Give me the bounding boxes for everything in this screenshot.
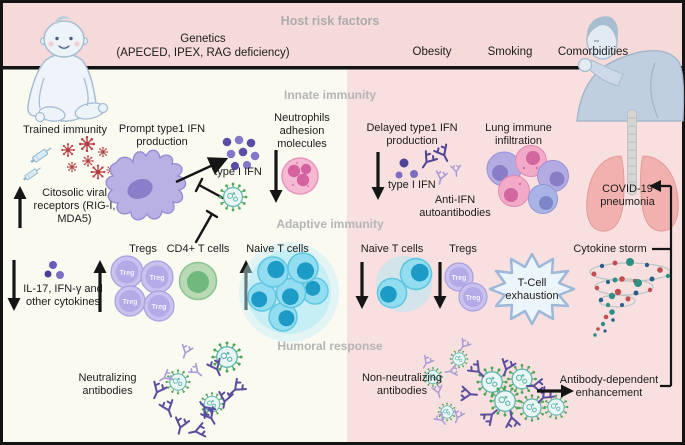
inhibition-lines xyxy=(194,177,225,244)
baby-illustration xyxy=(27,16,109,123)
delayed-ifn-label: Delayed type1 IFN production xyxy=(366,122,458,147)
treg-cell-label: Treg xyxy=(452,275,467,282)
down-arrow-tregs-right xyxy=(433,262,447,309)
treg-cell-label: Treg xyxy=(123,299,138,306)
up-arrow-cytosolic xyxy=(13,186,27,228)
neutralizing-antibodies-label: Neutralizing antibodies xyxy=(78,372,137,397)
header-divider-line xyxy=(3,66,682,70)
genetics-detail: (APECED, IPEX, RAG deficiency) xyxy=(116,46,290,59)
host-risk-factors-title: Host risk factors xyxy=(280,14,380,28)
prompt-ifn-label: Prompt type1 IFN production xyxy=(118,123,206,148)
cytokine-dots xyxy=(44,261,64,279)
naive-t-cells-left-label: Naive T cells xyxy=(246,243,309,255)
anti-ifn-autoantibodies-label: Anti-IFN autoantibodies xyxy=(419,194,491,219)
neutrophils-label: Neutrophils adhesion molecules xyxy=(274,112,330,150)
covid-pneumonia-label: COVID-19 pneumonia xyxy=(600,183,655,208)
ifn-dots-right xyxy=(395,158,418,179)
lung-infiltration-label: Lung immune infiltration xyxy=(485,122,552,147)
il17-cytokines-label: IL-17, IFN-γ and other cytokines xyxy=(23,283,103,308)
treg-cell-label: Treg xyxy=(120,270,135,277)
down-arrow-delayed-ifn xyxy=(371,152,385,200)
exhaustion-starburst xyxy=(488,252,576,326)
type-i-ifn-left-label: type I IFN xyxy=(214,166,262,178)
neutrophil-cell xyxy=(281,157,319,195)
dendritic-cell xyxy=(105,149,187,221)
ifn-production-arrow xyxy=(175,157,229,184)
ade-label: Antibody-dependent enhancement xyxy=(559,374,659,399)
cytokine-storm-label: Cytokine storm xyxy=(573,243,647,255)
trained-immunity-label: Trained immunity xyxy=(23,124,107,136)
risk-obesity: Obesity xyxy=(412,46,452,58)
down-arrow-naive-right xyxy=(355,262,369,309)
outcome-connector-line xyxy=(649,180,673,388)
treg-cell-label: Treg xyxy=(150,275,165,282)
cd4-t-cell xyxy=(178,261,218,301)
risk-smoking: Smoking xyxy=(487,46,533,58)
tregs-left-label: Tregs xyxy=(129,243,157,255)
treg-cell-label: Treg xyxy=(152,304,167,311)
tregs-right-label: Tregs xyxy=(449,243,477,255)
treg-cell-label: Treg xyxy=(466,295,481,302)
risk-comorbidities: Comorbidities xyxy=(557,46,629,58)
genetics-block: Genetics (APECED, IPEX, RAG deficiency) xyxy=(98,33,308,60)
section-adaptive-immunity: Adaptive immunity xyxy=(276,217,384,231)
down-arrow-cytokines xyxy=(7,260,21,311)
non-neutralizing-antibodies-label: Non-neutralizing antibodies xyxy=(361,372,443,397)
t-cell-exhaustion-label: T-Cell exhaustion xyxy=(505,277,559,302)
naive-t-cells-left xyxy=(239,242,339,342)
cytosolic-receptors-label: Citosolic viral receptors (RIG-I, MDA5) xyxy=(33,187,116,225)
treg-cells-right: Treg Treg xyxy=(444,262,488,312)
cytokine-storm-tornado xyxy=(589,258,671,337)
ade-arrow xyxy=(537,384,574,398)
naive-t-cells-right-label: Naive T cells xyxy=(360,243,424,255)
section-humoral-response: Humoral response xyxy=(277,339,383,353)
up-arrow-tregs-left xyxy=(93,260,107,312)
ifn-dots-left xyxy=(222,135,260,171)
adult-coughing-illustration xyxy=(576,16,685,122)
cd4-t-cells-label: CD4+ T cells xyxy=(166,243,230,255)
lungs-illustration xyxy=(586,109,679,232)
naive-t-cells-right xyxy=(372,253,437,313)
up-arrow-naive-left xyxy=(239,260,253,310)
type-i-ifn-right-label: type I IFN xyxy=(388,179,436,191)
lung-infiltration-cell-cluster xyxy=(486,145,569,214)
down-arrow-neutrophils xyxy=(269,150,283,203)
section-innate-immunity: Innate immunity xyxy=(283,88,376,102)
genetics-label: Genetics xyxy=(180,33,226,45)
treg-cells-left: Treg Treg Treg Treg xyxy=(110,255,175,322)
